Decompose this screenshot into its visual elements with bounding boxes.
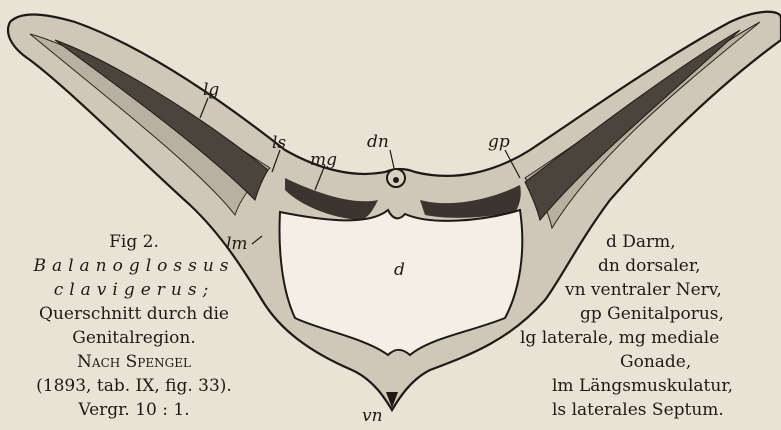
caption-species-genus: Balanoglossus bbox=[0, 254, 268, 278]
right-lateral-gonad bbox=[525, 30, 740, 220]
legend-item: dn dorsaler, bbox=[520, 254, 781, 278]
dorsal-nerve-core bbox=[393, 177, 399, 183]
label-ls: ls bbox=[272, 135, 286, 152]
caption-fig-number: Fig 2. bbox=[0, 230, 268, 254]
caption-line-2: Genitalregion. bbox=[0, 326, 268, 350]
legend-item: vn ventraler Nerv, bbox=[520, 278, 781, 302]
caption-line-3: Nach Spengel bbox=[0, 350, 268, 374]
legend-item: ls laterales Septum. bbox=[520, 398, 781, 422]
label-mg: mg bbox=[310, 152, 337, 169]
abbreviation-legend: d Darm, dn dorsaler, vn ventraler Nerv, … bbox=[520, 230, 781, 422]
legend-item: gp Genitalporus, bbox=[520, 302, 781, 326]
legend-item: Gonade, bbox=[520, 350, 781, 374]
label-d: d bbox=[394, 262, 405, 279]
leader-dn bbox=[390, 150, 394, 168]
caption-species-epithet: clavigerus; bbox=[0, 278, 268, 302]
label-dn: dn bbox=[367, 134, 389, 151]
legend-item: d Darm, bbox=[520, 230, 781, 254]
label-vn: vn bbox=[362, 408, 383, 425]
label-gp: gp bbox=[488, 134, 510, 151]
caption-line-1: Querschnitt durch die bbox=[0, 302, 268, 326]
label-lg: lg bbox=[203, 82, 219, 99]
caption-line-5: Vergr. 10 : 1. bbox=[0, 398, 268, 422]
legend-item: lm Längsmuskulatur, bbox=[520, 374, 781, 398]
caption-line-4: (1893, tab. IX, fig. 33). bbox=[0, 374, 268, 398]
figure-caption: Fig 2. Balanoglossus clavigerus; Quersch… bbox=[0, 230, 268, 422]
legend-item: lg laterale, mg mediale bbox=[520, 326, 781, 350]
